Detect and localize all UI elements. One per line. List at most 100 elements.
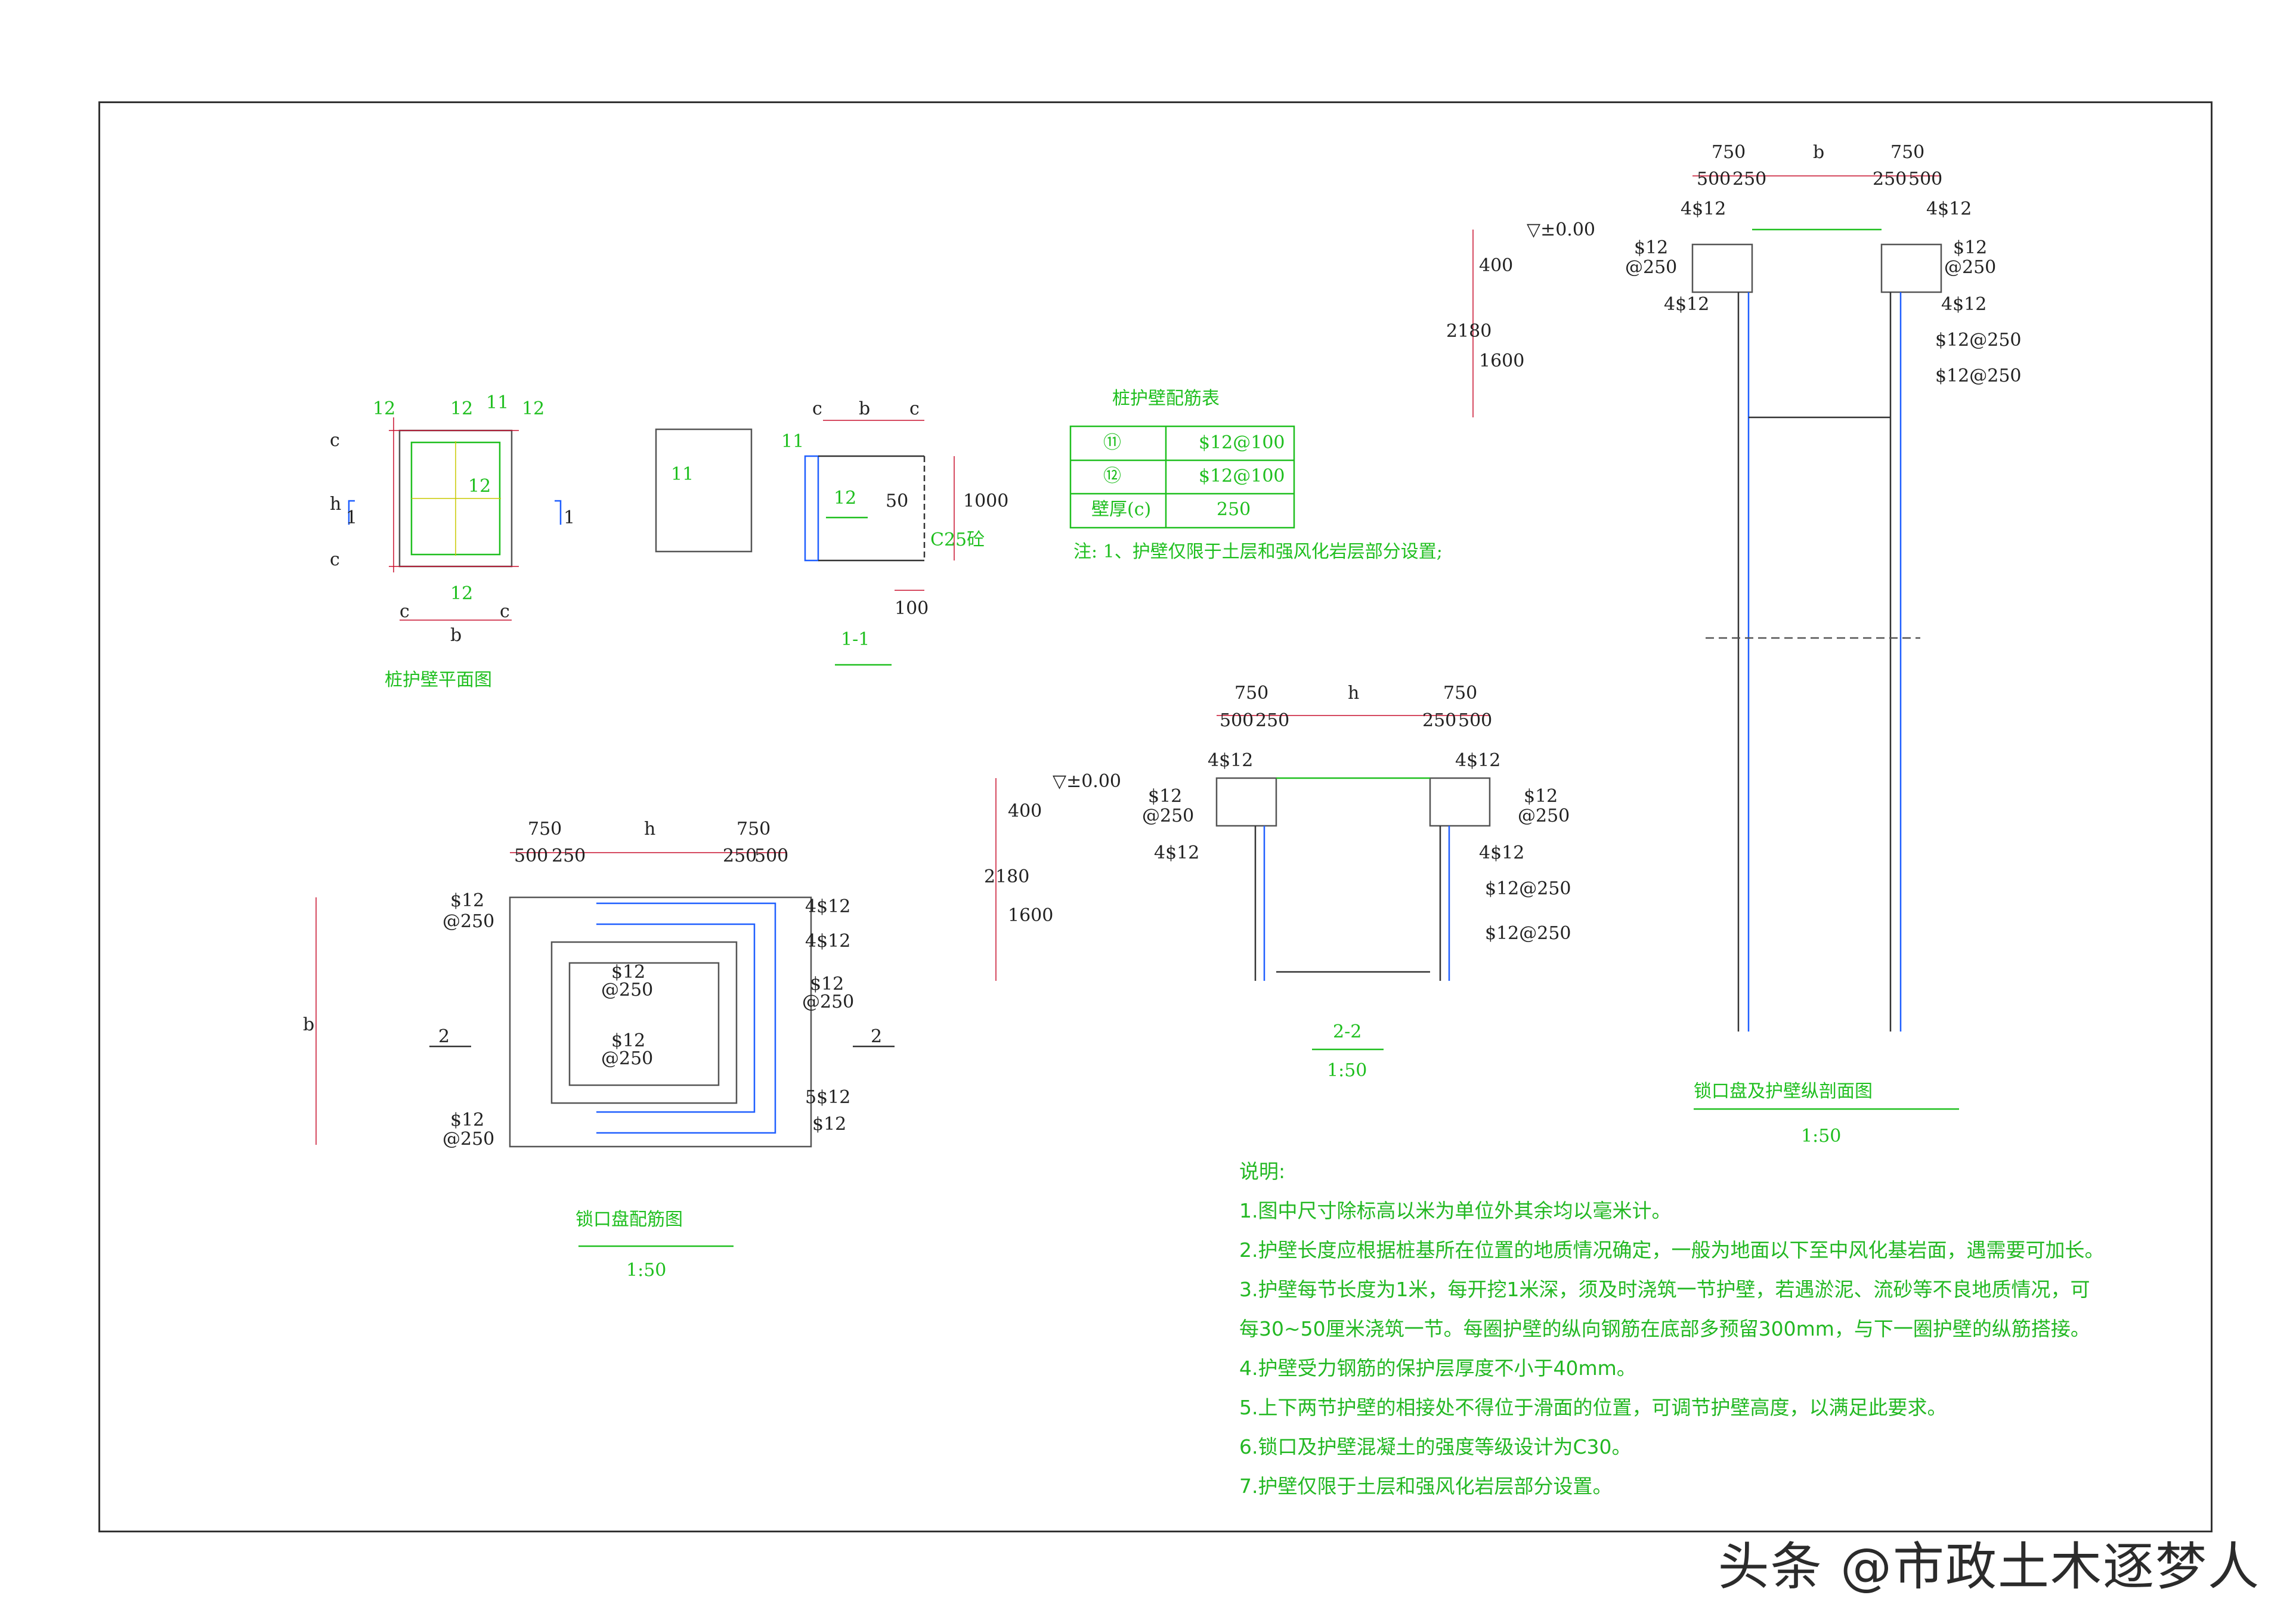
table-row1-key: ⑪ (1103, 432, 1121, 453)
ls-750-right: 750 (1890, 142, 1924, 163)
note-3: 3.护壁每节长度为1米，每开挖1米深，须及时浇筑一节护壁，若遇淤泥、流砂等不良地… (1239, 1278, 2090, 1301)
section-1-1 (655, 420, 955, 666)
ls-1600: 1600 (1479, 351, 1524, 371)
note-2: 2.护壁长度应根据桩基所在位置的地质情况确定，一般为地面以下至中风化基岩面，遇需… (1239, 1238, 2105, 1262)
table-title: 桩护壁配筋表 (1112, 388, 1220, 409)
lock-s12-6: $12 (450, 1110, 484, 1130)
lock-at250-3: @250 (802, 992, 854, 1012)
sec11-c: c (812, 398, 822, 419)
sec11-n12: 12 (834, 488, 856, 509)
sec11-n11: 11 (671, 464, 694, 485)
lock-s12-2: $12 (611, 962, 645, 983)
design-notes: 说明: 1.图中尺寸除标高以米为单位外其余均以毫米计。 2.护壁长度应根据桩基所… (1239, 1152, 2134, 1506)
ls-b: b (1813, 142, 1824, 163)
s22-at250-2: @250 (1518, 806, 1570, 826)
ls-elev: ▽±0.00 (1527, 219, 1595, 240)
ls-s12-2: $12 (1953, 237, 1987, 258)
plan-b-label: b (450, 625, 462, 646)
lock-5s12: 5$12 (805, 1087, 850, 1108)
plan-view (348, 417, 562, 621)
drawing-frame (98, 101, 2213, 1532)
lock-750-left: 750 (528, 819, 562, 840)
lock-at250-6: @250 (443, 1129, 494, 1150)
s22-4s12-4: 4$12 (1479, 843, 1524, 863)
table-row2-value: $12@100 (1199, 466, 1285, 487)
note-7: 7.护壁仅限于土层和强风化岩层部分设置。 (1239, 1475, 1613, 1498)
sec11-n11b: 11 (781, 431, 804, 452)
ls-4s12-1: 4$12 (1681, 199, 1726, 219)
s22-h: h (1348, 683, 1359, 704)
sec11-b: b (859, 398, 870, 419)
s22-750-left: 750 (1234, 683, 1268, 704)
s22-1600: 1600 (1008, 905, 1053, 926)
rebar-table-grid (1069, 425, 1295, 529)
long-section (1472, 175, 1959, 1110)
plan-c-label: c (330, 430, 340, 451)
lock-rebar-title: 锁口盘配筋图 (575, 1209, 683, 1230)
lock-at250-1: @250 (443, 911, 494, 932)
ls-at250-1: @250 (1625, 257, 1677, 278)
ls-2180: 2180 (1446, 321, 1492, 342)
plan-n12-4: 12 (468, 476, 491, 497)
plan-cut-1: 1 (346, 507, 357, 528)
lock-250-left: 250 (552, 845, 586, 866)
section22-scale: 1:50 (1327, 1060, 1367, 1081)
plan-n12-3: 12 (522, 398, 544, 419)
sec11-c2: c (909, 398, 920, 419)
plan-n12-5: 12 (450, 583, 473, 604)
note-1: 1.图中尺寸除标高以米为单位外其余均以毫米计。 (1239, 1199, 1672, 1222)
ls-4s12-2: 4$12 (1926, 199, 1972, 219)
lock-rebar-scale: 1:50 (626, 1260, 666, 1281)
lock-cut-2b: 2 (871, 1026, 882, 1047)
s22-2180: 2180 (984, 866, 1029, 887)
plan-h-label: h (330, 494, 341, 515)
ls-500-right: 500 (1908, 169, 1942, 190)
lock-s12-5: $12 (812, 1114, 846, 1135)
long-section-scale: 1:50 (1801, 1126, 1841, 1147)
sec11-100: 100 (895, 598, 929, 619)
section22-title: 2-2 (1333, 1021, 1361, 1042)
lock-b: b (303, 1014, 314, 1035)
ls-s12at250-1: $12@250 (1935, 330, 2022, 351)
long-section-title: 锁口盘及护壁纵剖面图 (1694, 1081, 1873, 1102)
lock-rebar-view (315, 852, 895, 1247)
notes-title: 说明: (1239, 1160, 1286, 1183)
lock-500-right: 500 (754, 845, 788, 866)
sec11-concrete: C25砼 (930, 529, 985, 550)
lock-4s12-2: 4$12 (805, 931, 850, 952)
s22-250-left: 250 (1255, 710, 1289, 731)
note-5: 5.上下两节护壁的相接处不得位于滑面的位置，可调节护壁高度，以满足此要求。 (1239, 1396, 1947, 1419)
section11-title: 1-1 (841, 629, 869, 650)
note-3-cont: 每30~50厘米浇筑一节。每圈护壁的纵向钢筋在底部多预留300mm，与下一圈护壁… (1239, 1317, 2090, 1340)
lock-s12-4: $12 (611, 1030, 645, 1051)
plan-n12-2: 12 (450, 398, 473, 419)
table-row2-key: ⑫ (1103, 466, 1121, 487)
lock-cut-2: 2 (438, 1026, 450, 1047)
ls-4s12-3: 4$12 (1664, 294, 1709, 315)
note-4: 4.护壁受力钢筋的保护层厚度不小于40mm。 (1239, 1356, 1636, 1380)
plan-c-label-2: c (330, 549, 340, 570)
s22-400: 400 (1008, 801, 1042, 822)
ls-s12-1: $12 (1634, 237, 1668, 258)
s22-750-right: 750 (1443, 683, 1477, 704)
ls-4s12-4: 4$12 (1941, 294, 1986, 315)
watermark: 头条 @市政土木逐梦人 (1718, 1537, 2260, 1597)
lock-4s12-1: 4$12 (805, 896, 850, 917)
s22-4s12-1: 4$12 (1208, 750, 1253, 771)
lock-750-right: 750 (737, 819, 771, 840)
sec11-1000: 1000 (963, 491, 1008, 512)
s22-elev: ▽±0.00 (1053, 771, 1121, 792)
plan-c-label-4: c (500, 601, 510, 622)
s22-at250-1: @250 (1142, 806, 1194, 826)
table-note: 注: 1、护壁仅限于土层和强风化岩层部分设置; (1073, 541, 1443, 562)
ls-500-left: 500 (1697, 169, 1731, 190)
ls-400: 400 (1479, 255, 1513, 276)
plan-cut-1b: 1 (564, 507, 575, 528)
ls-s12at250-2: $12@250 (1935, 366, 2022, 386)
lock-at250-4: @250 (601, 1048, 653, 1069)
plan-n12-1: 12 (373, 398, 395, 419)
plan-title: 桩护壁平面图 (385, 670, 492, 690)
s22-s12at250-2: $12@250 (1485, 923, 1571, 944)
